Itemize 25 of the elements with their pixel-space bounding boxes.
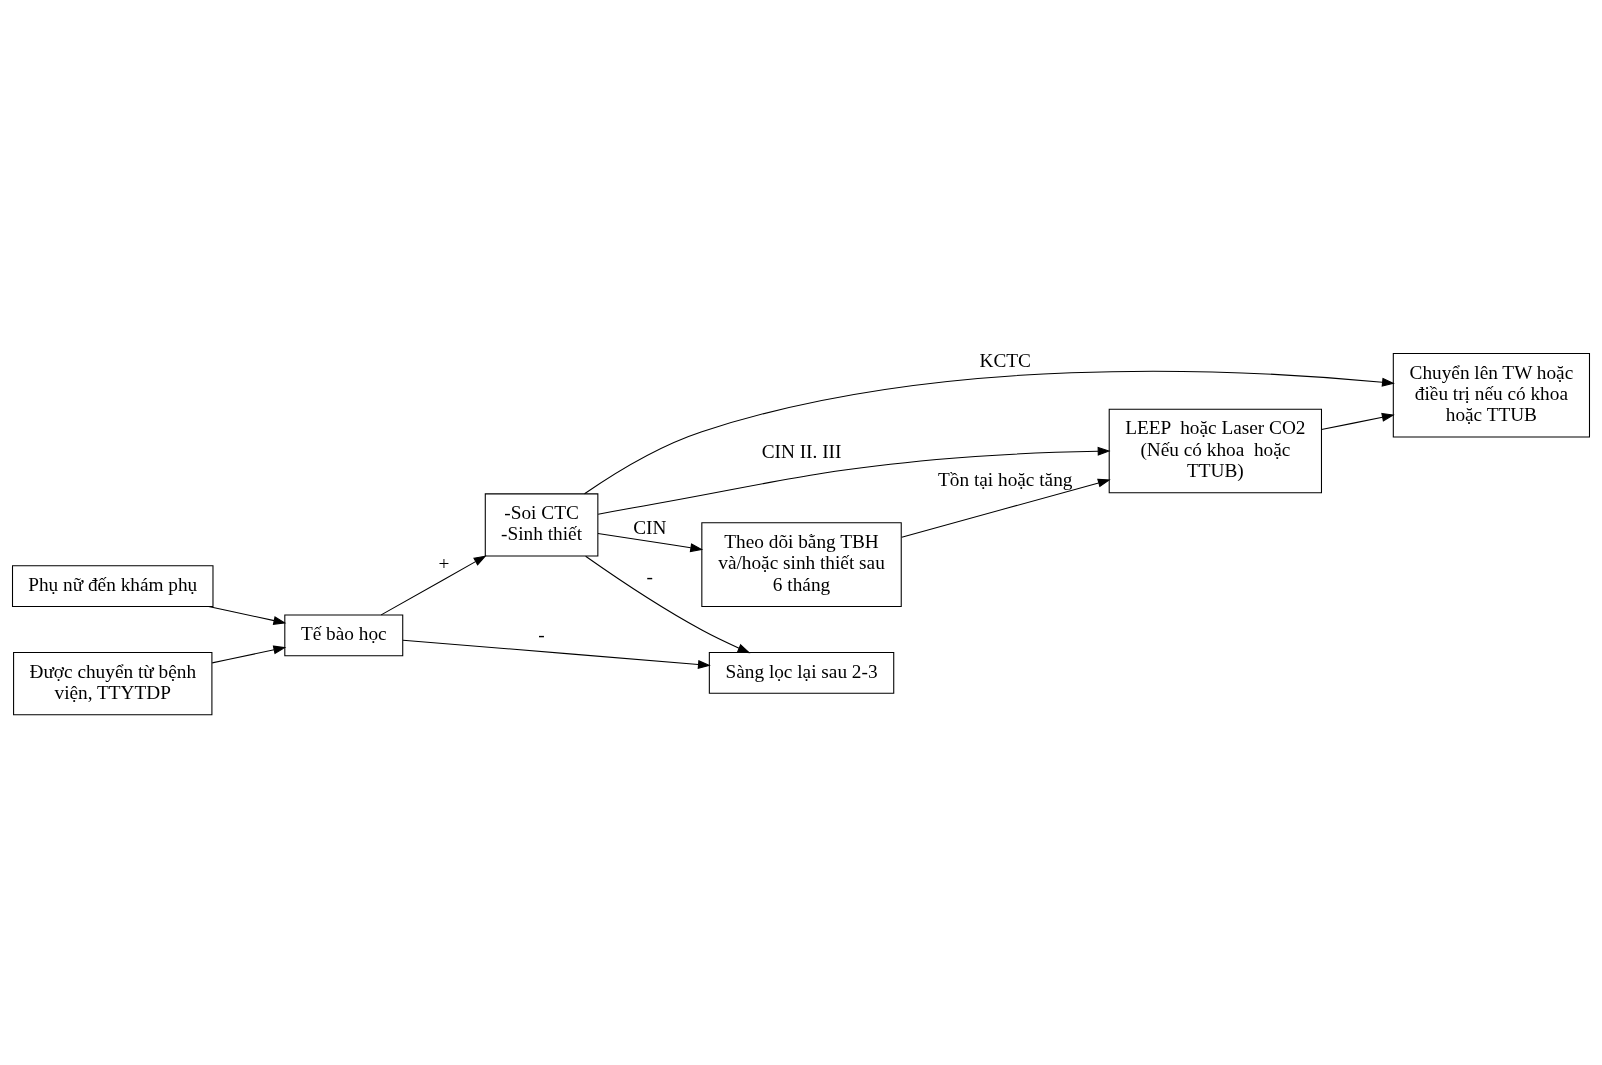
node-box: LEEP hoặc Laser CO2 (Nếu có khoa hoặc TTUB) (1108, 408, 1322, 493)
node-box: Phụ nữ đến khám phụ (11, 564, 214, 607)
arrow (597, 532, 704, 552)
arrow (1321, 412, 1395, 430)
arrow (583, 370, 1395, 494)
arrow (402, 639, 711, 669)
arrow (901, 478, 1111, 538)
arrow (380, 554, 487, 615)
arrow (597, 446, 1111, 515)
edge-label: KCTC (979, 349, 1031, 371)
arrow (208, 605, 287, 625)
arrow (211, 645, 287, 663)
node-box: Chuyển lên TW hoặc điều trị nếu có khoa hoặc TTUB (1392, 352, 1591, 438)
node-box: -Soi CTC -Sinh thiết (484, 492, 599, 557)
edge-label: + (438, 552, 450, 574)
edge-label: - (646, 565, 654, 587)
node-box: Được chuyển từ bệnh viện, TTYTDP (13, 651, 213, 715)
node-box: Sàng lọc lại sau 2-3 (708, 651, 895, 694)
edge-label: - (538, 623, 545, 645)
arrow (585, 555, 751, 653)
node-box: Tế bào học (284, 613, 404, 656)
node-box: Theo dõi bằng TBH và/hoặc sinh thiết sau 6 tháng (701, 521, 902, 607)
edge-label: Tồn tại hoặc tăng (938, 468, 1073, 490)
edge-label: CIN (633, 516, 667, 538)
edge-label: CIN II. III (761, 440, 842, 462)
